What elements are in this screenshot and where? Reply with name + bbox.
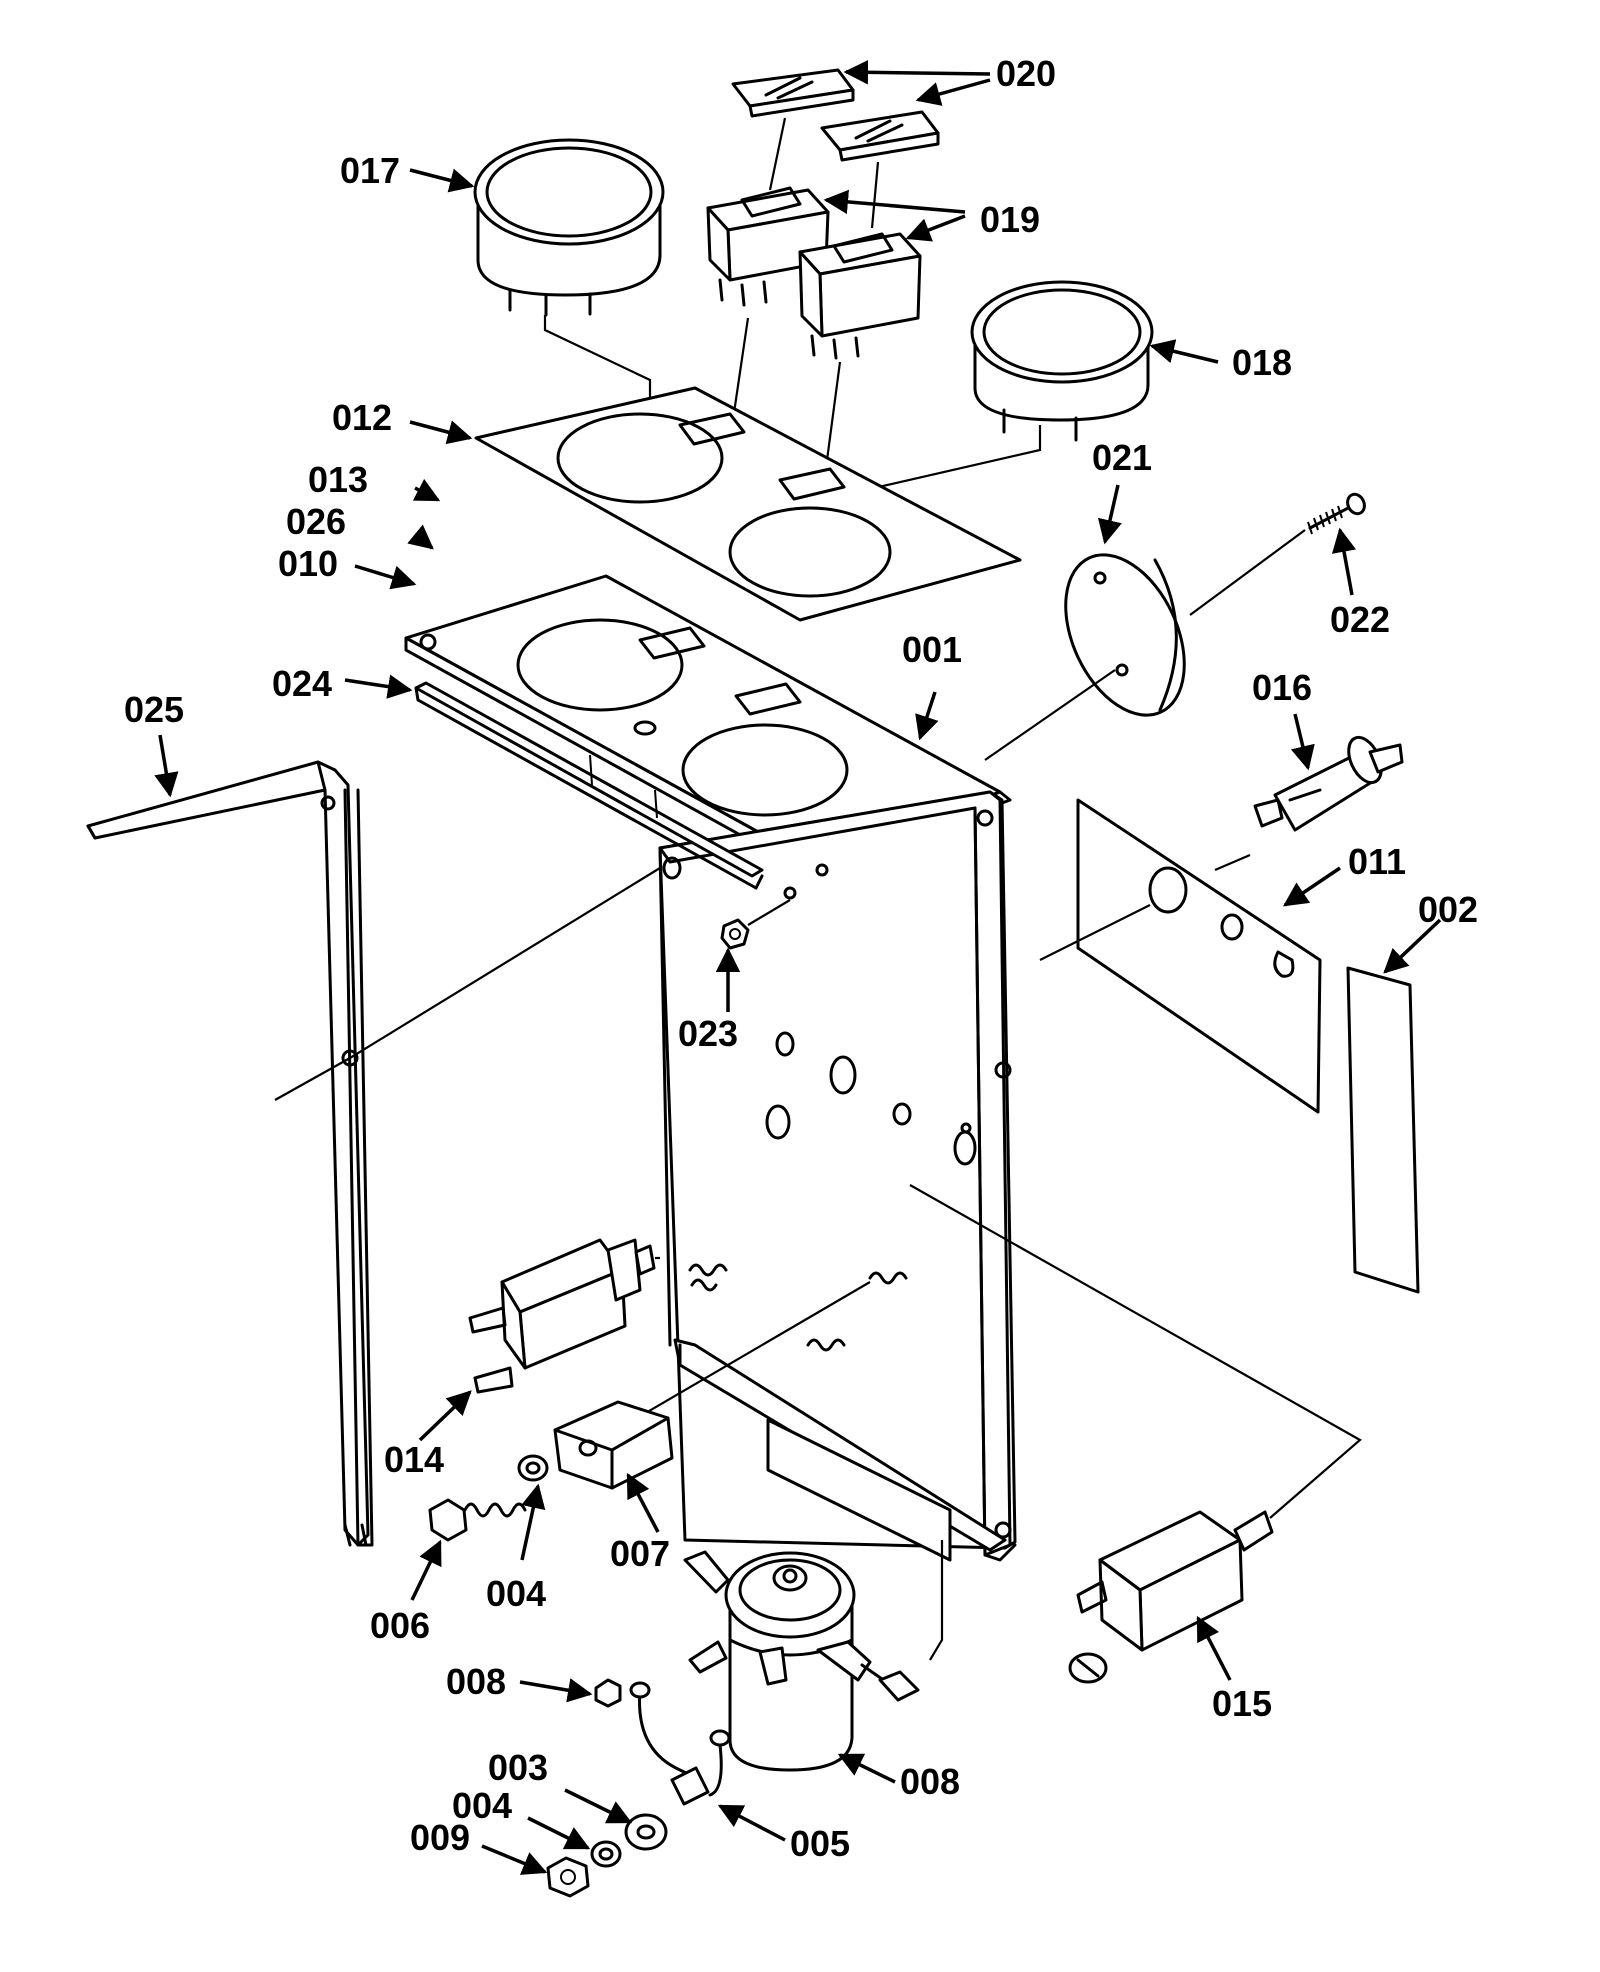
callout-024: 024 bbox=[272, 663, 332, 704]
leader-solenoid bbox=[929, 1540, 944, 1661]
callout-026: 026 bbox=[286, 501, 346, 542]
lockwasher-004-lower bbox=[590, 1840, 622, 1868]
callout-017: 017 bbox=[340, 150, 400, 191]
callout-003: 003 bbox=[488, 1747, 548, 1788]
spring-low bbox=[806, 1338, 846, 1352]
bolt-006 bbox=[428, 1498, 527, 1542]
cover-plate-011 bbox=[1076, 798, 1322, 1114]
leader-015 bbox=[909, 1184, 1362, 1519]
cable-005 bbox=[629, 1681, 731, 1806]
leader-020-right bbox=[870, 161, 880, 229]
callout-013: 013 bbox=[308, 459, 368, 500]
callout-006: 006 bbox=[370, 1605, 430, 1646]
callout-016: 016 bbox=[1252, 667, 1312, 708]
leader-023 bbox=[747, 899, 791, 926]
leader-021 bbox=[984, 669, 1116, 761]
solenoid-008 bbox=[683, 1550, 920, 1772]
rubber-strip-024 bbox=[414, 681, 764, 890]
lockwasher-004-upper bbox=[517, 1454, 549, 1482]
fuse-holder-016 bbox=[1253, 735, 1404, 832]
callout-019: 019 bbox=[980, 199, 1040, 240]
washer-003 bbox=[624, 1813, 668, 1851]
callout-002: 002 bbox=[1418, 889, 1478, 930]
callout-018: 018 bbox=[1232, 342, 1292, 383]
callout-011: 011 bbox=[1348, 841, 1406, 882]
callout-010: 010 bbox=[278, 543, 338, 584]
callout-020: 020 bbox=[996, 53, 1056, 94]
spring-mid bbox=[868, 1271, 908, 1285]
spring-left bbox=[688, 1263, 728, 1292]
callout-007: 007 bbox=[610, 1533, 670, 1574]
leader-020-left bbox=[768, 117, 787, 191]
callout-009: 009 bbox=[410, 1817, 470, 1858]
callout-015: 015 bbox=[1212, 1683, 1272, 1724]
switch-014 bbox=[468, 1238, 656, 1394]
leader-spring-mid bbox=[619, 1281, 871, 1429]
nut-009 bbox=[546, 1856, 590, 1898]
callout-012: 012 bbox=[332, 397, 392, 438]
rocker-switch-019-right bbox=[798, 232, 922, 360]
callout-001: 001 bbox=[902, 629, 962, 670]
insulator-007 bbox=[553, 1400, 674, 1490]
nut-023 bbox=[720, 918, 750, 950]
gauge-018 bbox=[970, 280, 1154, 442]
callout-004-lower: 004 bbox=[452, 1785, 512, 1826]
callout-005: 005 bbox=[790, 1823, 850, 1864]
callout-004-upper: 004 bbox=[486, 1573, 546, 1614]
callout-008-solenoid: 008 bbox=[900, 1761, 960, 1802]
decal-plate-012 bbox=[474, 386, 1022, 622]
screw-022 bbox=[1307, 492, 1366, 535]
leader-025-hole bbox=[274, 867, 661, 1101]
gauge-017 bbox=[473, 138, 665, 317]
switch-015 bbox=[1068, 1510, 1274, 1684]
bracket-025 bbox=[86, 760, 374, 1547]
callout-008-nut: 008 bbox=[446, 1661, 506, 1702]
decal-002 bbox=[1346, 966, 1420, 1294]
nut-008 bbox=[594, 1678, 622, 1708]
control-panel-001 bbox=[404, 574, 1017, 1562]
callout-021: 021 bbox=[1092, 437, 1152, 478]
callout-022: 022 bbox=[1330, 599, 1390, 640]
callout-014: 014 bbox=[384, 1439, 444, 1480]
rocker-cap-020-left bbox=[731, 68, 855, 118]
leader-016 bbox=[1214, 853, 1251, 872]
callout-025: 025 bbox=[124, 689, 184, 730]
callout-arrows bbox=[154, 60, 1442, 1875]
leader-011 bbox=[1039, 904, 1151, 961]
bezel-021 bbox=[1064, 553, 1186, 717]
leader-022 bbox=[1189, 529, 1306, 616]
rocker-cap-020-right bbox=[820, 110, 940, 162]
callout-023: 023 bbox=[678, 1013, 738, 1054]
